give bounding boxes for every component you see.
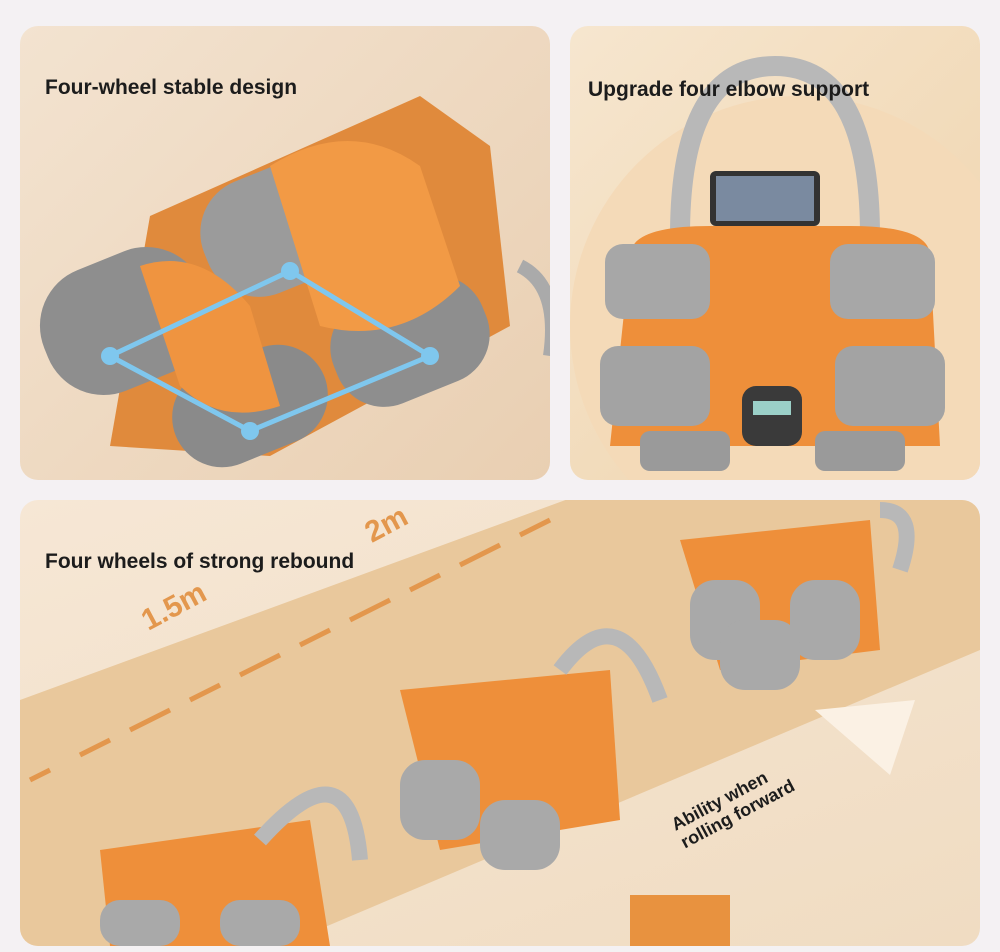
ab-roller-top-view-illustration: [570, 55, 980, 480]
panel-title: Four wheels of strong rebound: [45, 550, 355, 573]
panel-title: Upgrade four elbow support: [588, 78, 870, 101]
panel-four-wheel-design: Four-wheel stable design: [20, 26, 550, 480]
panel-elbow-support: Upgrade four elbow support: [570, 26, 980, 480]
ab-roller-rolling-illustration: [20, 500, 980, 946]
panel-strong-rebound: Four wheels of strong rebound 1.5m 2m A: [20, 500, 980, 946]
ab-roller-wheels-illustration: [39, 96, 550, 468]
panel-title: Four-wheel stable design: [45, 76, 298, 99]
